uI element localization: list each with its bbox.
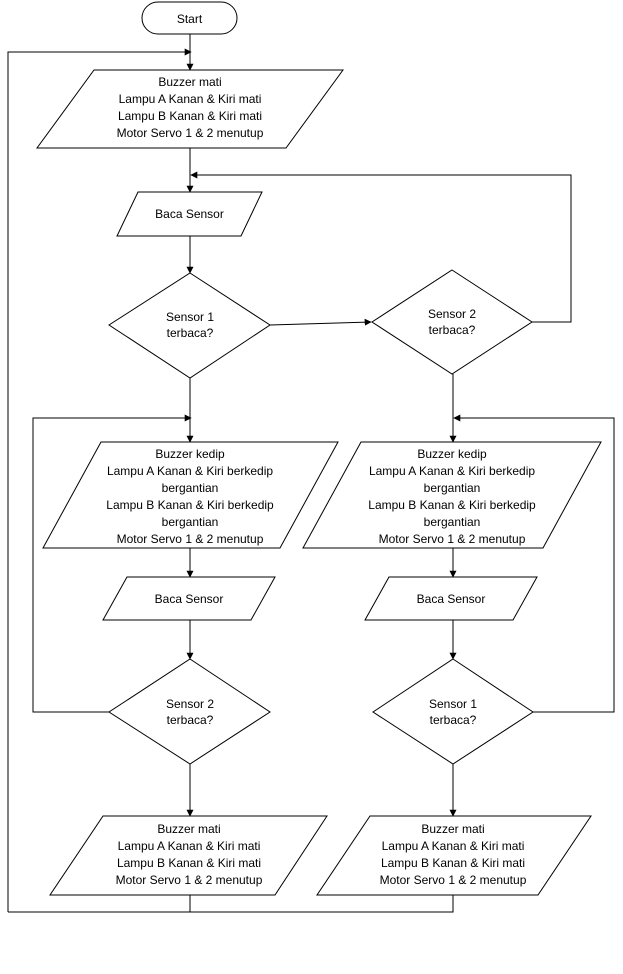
right-blink-lamp-a-line1: Lampu A Kanan & Kiri berkedip: [369, 464, 535, 478]
right-end-buzzer-label: Buzzer mati: [421, 822, 484, 836]
read-sensor-top-label: Baca Sensor: [155, 207, 224, 221]
edge-s1-to-s2: [269, 318, 372, 326]
edge-right-end-down: [8, 895, 454, 913]
right-blink-lamp-a-line2: bergantian: [424, 481, 481, 495]
read-sensor-top-node: Baca Sensor: [116, 191, 263, 237]
decision-sensor1-node: Sensor 1 terbaca?: [108, 272, 271, 379]
left-blink-servo-label: Motor Servo 1 & 2 menutup: [117, 532, 264, 546]
left-end-io-node: Buzzer mati Lampu A Kanan & Kiri mati La…: [49, 815, 328, 896]
left-decision-line2: terbaca?: [167, 713, 214, 727]
left-end-buzzer-label: Buzzer mati: [157, 822, 220, 836]
left-read-sensor-node: Baca Sensor: [102, 576, 276, 621]
left-end-servo-label: Motor Servo 1 & 2 menutup: [116, 873, 263, 887]
right-end-io-node: Buzzer mati Lampu A Kanan & Kiri mati La…: [316, 815, 592, 896]
right-read-sensor-node: Baca Sensor: [364, 576, 538, 621]
start-terminator: Start: [141, 1, 238, 35]
init-lamp-b-label: Lampu B Kanan & Kiri mati: [118, 109, 262, 123]
right-blink-buzzer-label: Buzzer kedip: [417, 447, 487, 461]
init-buzzer-label: Buzzer mati: [158, 75, 221, 89]
decision-sensor1-line1: Sensor 1: [166, 310, 214, 324]
init-servo-label: Motor Servo 1 & 2 menutup: [117, 126, 264, 140]
right-end-servo-label: Motor Servo 1 & 2 menutup: [380, 873, 527, 887]
edges: [7, 34, 615, 913]
left-end-lamp-a-label: Lampu A Kanan & Kiri mati: [118, 839, 261, 853]
right-end-lamp-a-label: Lampu A Kanan & Kiri mati: [382, 839, 525, 853]
left-blink-lamp-a-line2: bergantian: [162, 481, 219, 495]
decision-sensor2-node: Sensor 2 terbaca?: [371, 269, 533, 375]
right-blink-servo-label: Motor Servo 1 & 2 menutup: [379, 532, 526, 546]
edge-main-loop-back: [7, 48, 192, 912]
right-decision-line2: terbaca?: [430, 713, 477, 727]
edge-right-dec-loop: [453, 414, 615, 713]
left-blink-lamp-a-line1: Lampu A Kanan & Kiri berkedip: [107, 464, 273, 478]
right-decision-node: Sensor 1 terbaca?: [372, 658, 534, 765]
edge-left-dec-loop: [32, 414, 192, 713]
edge-s2-loop-to-read: [190, 171, 572, 323]
left-blink-lamp-b-line1: Lampu B Kanan & Kiri berkedip: [106, 498, 274, 512]
decision-sensor1-line2: terbaca?: [167, 326, 214, 340]
left-decision-node: Sensor 2 terbaca?: [108, 658, 271, 765]
decision-sensor2-line2: terbaca?: [429, 323, 476, 337]
init-lamp-a-label: Lampu A Kanan & Kiri mati: [119, 92, 262, 106]
right-read-sensor-label: Baca Sensor: [417, 592, 486, 606]
left-blink-lamp-b-line2: bergantian: [162, 515, 219, 529]
left-blink-buzzer-label: Buzzer kedip: [155, 447, 225, 461]
left-blink-io-node: Buzzer kedip Lampu A Kanan & Kiri berked…: [42, 441, 339, 549]
init-io-node: Buzzer mati Lampu A Kanan & Kiri mati La…: [36, 69, 344, 149]
right-blink-io-node: Buzzer kedip Lampu A Kanan & Kiri berked…: [302, 441, 602, 549]
left-decision-line1: Sensor 2: [166, 697, 214, 711]
left-end-lamp-b-label: Lampu B Kanan & Kiri mati: [117, 856, 261, 870]
right-blink-lamp-b-line1: Lampu B Kanan & Kiri berkedip: [368, 498, 536, 512]
right-blink-lamp-b-line2: bergantian: [424, 515, 481, 529]
right-decision-line1: Sensor 1: [429, 697, 477, 711]
start-label: Start: [177, 12, 203, 26]
right-end-lamp-b-label: Lampu B Kanan & Kiri mati: [381, 856, 525, 870]
left-read-sensor-label: Baca Sensor: [155, 592, 224, 606]
decision-sensor2-line1: Sensor 2: [428, 307, 476, 321]
